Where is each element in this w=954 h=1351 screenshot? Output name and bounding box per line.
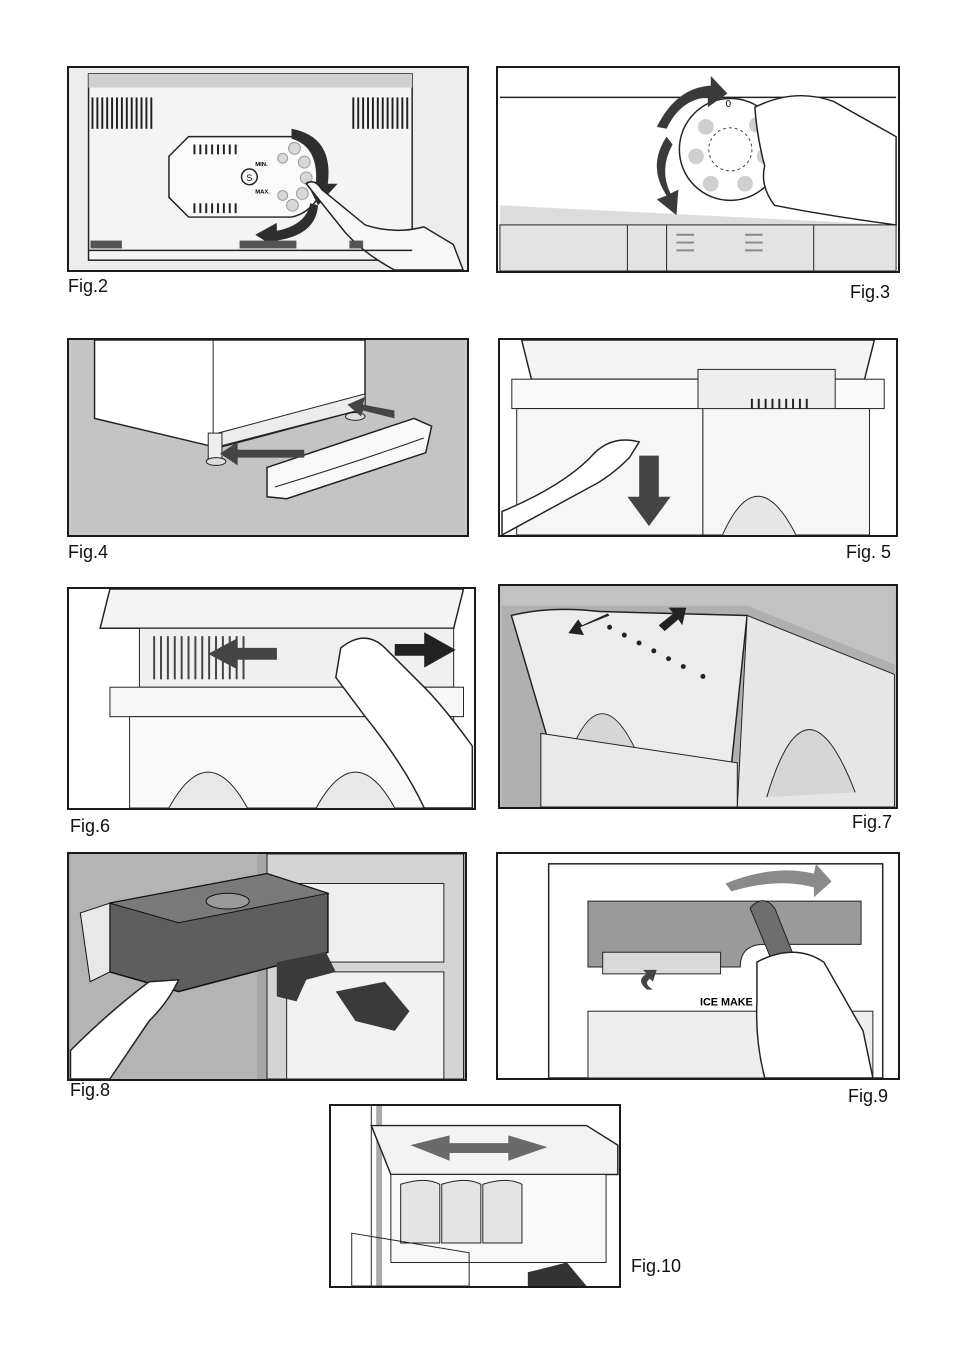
down-arrow-icon <box>627 455 671 527</box>
thermostat-knob <box>240 168 258 186</box>
figure-4-illustration <box>67 338 469 537</box>
hand-icon <box>335 637 474 808</box>
ice-make-label: ICE MAKE <box>700 996 753 1008</box>
figure-caption: Fig.6 <box>70 816 111 836</box>
left-right-arrow-icon <box>410 1135 548 1161</box>
figure-caption: Fig.3 <box>850 282 891 302</box>
figure-caption: Fig.7 <box>852 812 893 832</box>
dial-marker-label: 0 <box>726 99 732 110</box>
figure-3-illustration: 0 <box>496 66 900 273</box>
arrow-icon <box>219 441 305 466</box>
up-right-arrow-icon <box>658 607 687 632</box>
figure-8-illustration <box>67 852 467 1081</box>
dial-max-label: MAX. <box>255 190 270 196</box>
dial-wheel <box>277 142 313 212</box>
dial-center-label: S <box>246 173 252 183</box>
figure-caption: Fig.10 <box>631 1256 682 1276</box>
figure-10-illustration <box>329 1104 621 1288</box>
figure-2-illustration: S MIN. MAX. <box>67 66 469 272</box>
figure-6-illustration <box>67 587 476 810</box>
figure-9-illustration: ICE MAKE <box>496 852 900 1080</box>
arrow-icon <box>347 396 395 419</box>
figure-caption: Fig.9 <box>848 1086 889 1106</box>
hand-icon <box>754 94 897 226</box>
left-arrow-icon <box>568 613 610 636</box>
hand-icon <box>501 439 641 535</box>
figure-caption: Fig. 5 <box>846 542 892 562</box>
figure-caption: Fig.8 <box>70 1080 111 1100</box>
vent-grille-right <box>352 97 409 129</box>
figure-caption: Fig.4 <box>68 542 109 562</box>
ice-maker-lever <box>276 952 336 1002</box>
figure-7-illustration <box>498 584 898 809</box>
kick-plate <box>266 417 433 500</box>
rotate-arrow-icon <box>656 136 679 216</box>
left-arrow-icon <box>208 638 277 670</box>
vent-grille-left <box>91 97 153 129</box>
right-arrow-icon <box>394 632 456 668</box>
rotate-arrow-icon <box>291 128 338 206</box>
dial-min-label: MIN. <box>255 162 268 168</box>
hand-icon <box>69 978 180 1079</box>
curved-arrow-icon <box>725 863 832 898</box>
hand-icon <box>305 181 464 270</box>
hand-icon <box>755 951 874 1078</box>
figure-caption: Fig.2 <box>68 276 109 296</box>
rotate-arrow-icon <box>255 203 319 249</box>
rotate-arrow-icon <box>656 75 728 129</box>
rotate-arrow-icon <box>641 969 657 990</box>
figure-5-illustration <box>498 338 898 537</box>
